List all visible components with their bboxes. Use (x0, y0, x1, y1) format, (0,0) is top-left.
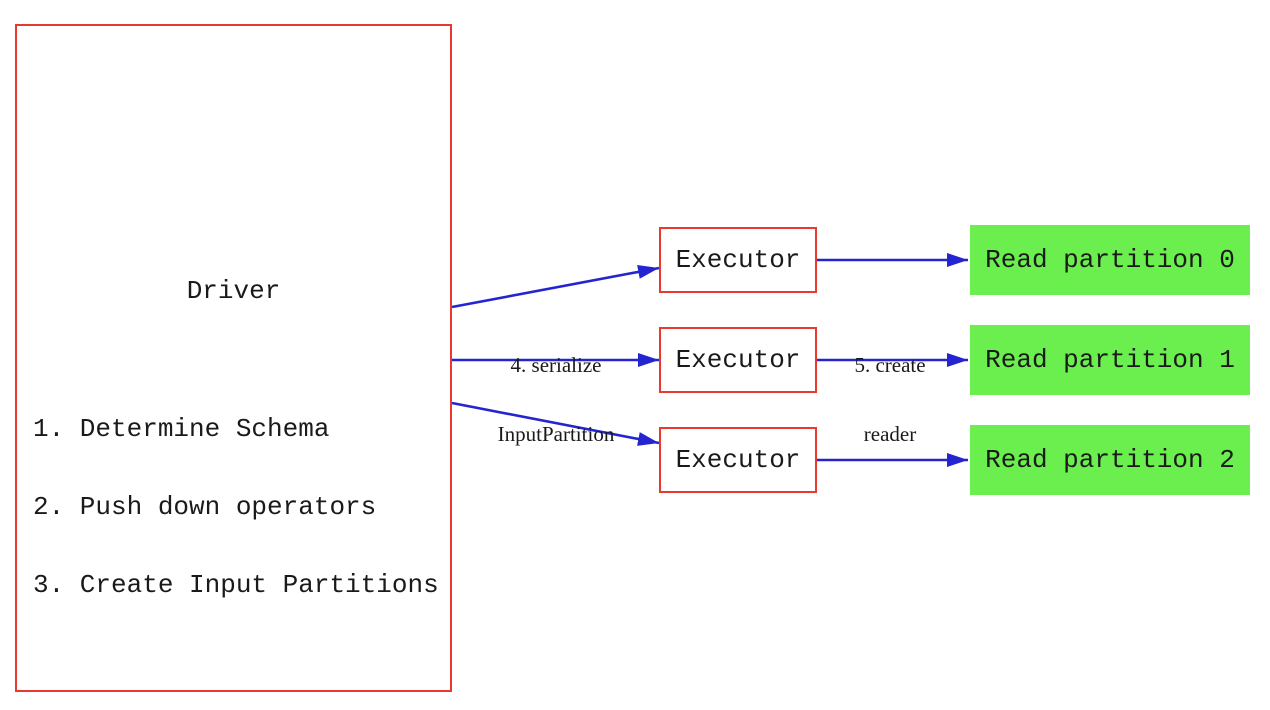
create-reader-label-line-2: reader (863, 422, 917, 446)
serialize-label-line-2: InputPartition (497, 422, 615, 446)
driver-title: Driver (186, 276, 281, 306)
driver-box (15, 24, 452, 692)
driver-step-3: 3. Create Input Partitions (33, 570, 439, 600)
serialize-label-line-1: 4. serialize (510, 353, 602, 377)
executor-3-label: Executor (675, 445, 801, 475)
read-partition-0-label: Read partition 0 (985, 245, 1235, 275)
executor-box-2: Executor (659, 327, 817, 393)
read-partition-1-box: Read partition 1 (970, 325, 1250, 395)
create-reader-label: 5. create reader (810, 308, 970, 492)
driver-step-1: 1. Determine Schema (33, 414, 330, 444)
executor-box-3: Executor (659, 427, 817, 493)
read-partition-2-box: Read partition 2 (970, 425, 1250, 495)
create-reader-label-line-1: 5. create (854, 353, 926, 377)
read-partition-0-box: Read partition 0 (970, 225, 1250, 295)
executor-1-label: Executor (675, 245, 801, 275)
driver-step-2: 2. Push down operators (33, 492, 377, 522)
arrow-driver-to-executor-1 (451, 265, 660, 309)
read-partition-1-label: Read partition 1 (985, 345, 1235, 375)
driver-steps: 1. Determine Schema 2. Push down operato… (33, 364, 439, 650)
read-partition-2-label: Read partition 2 (985, 445, 1235, 475)
executor-box-1: Executor (659, 227, 817, 293)
executor-2-label: Executor (675, 345, 801, 375)
serialize-inputpartition-label: 4. serialize InputPartition (436, 308, 676, 492)
